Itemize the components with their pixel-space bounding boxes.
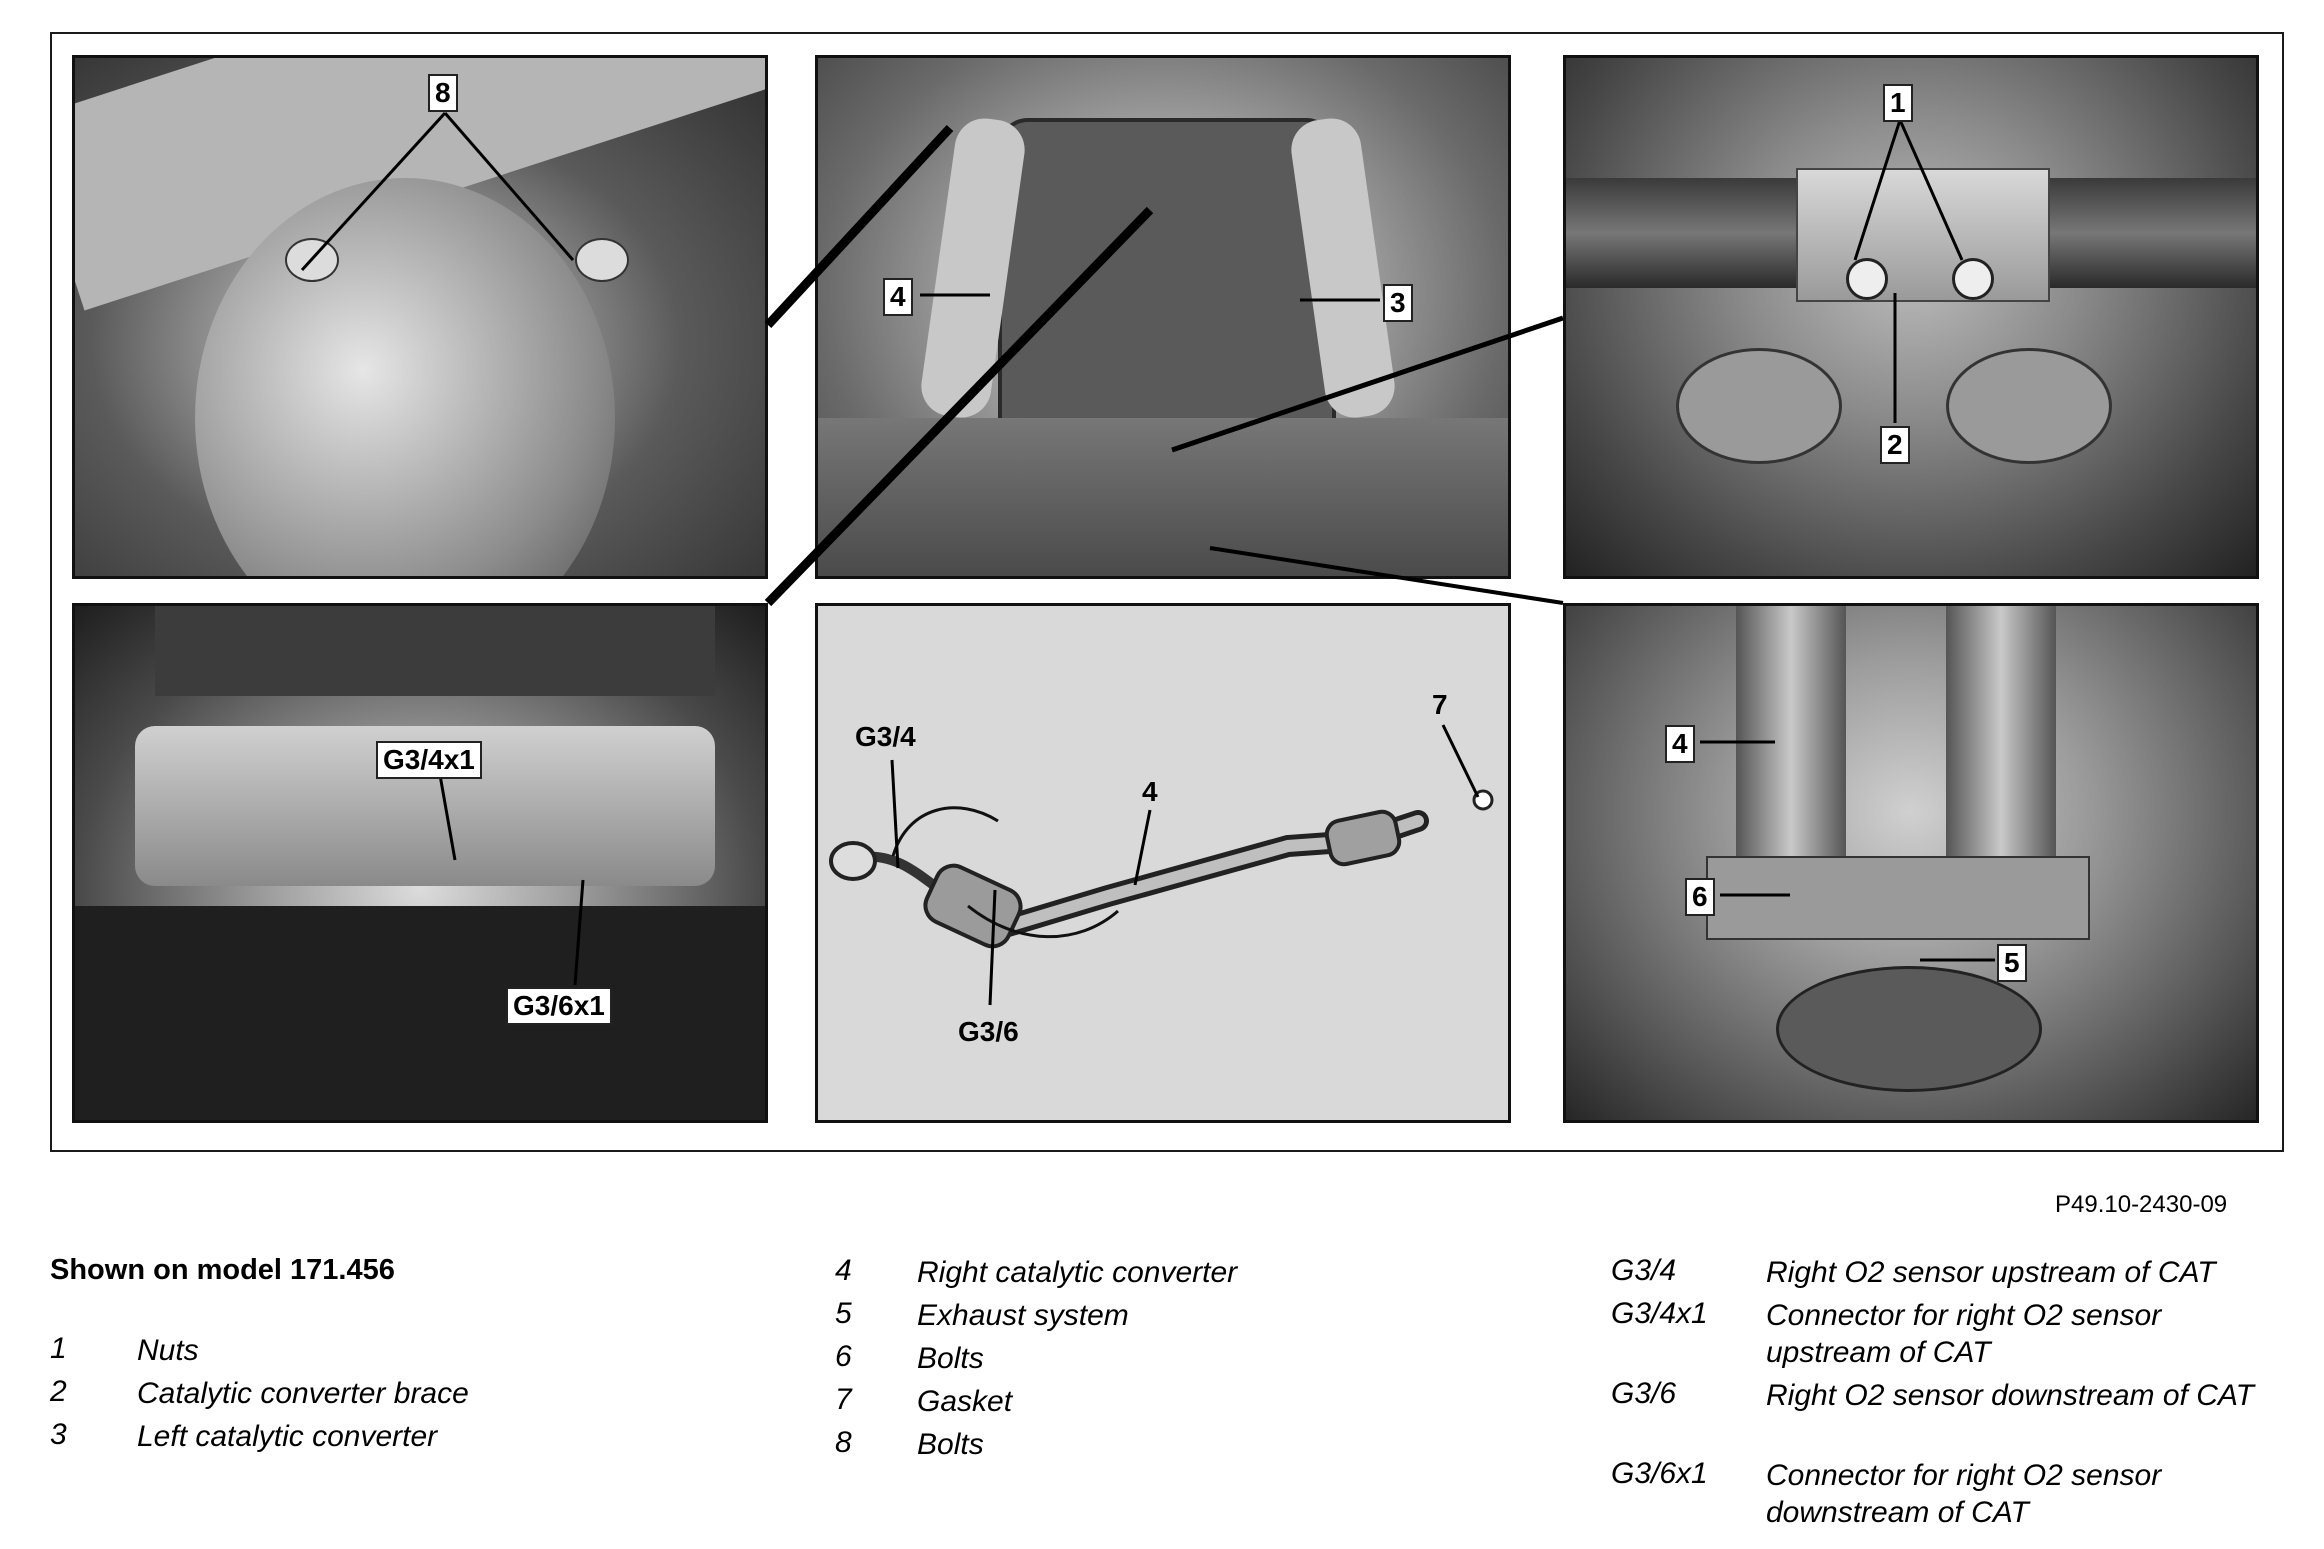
callout-g3-6x1: G3/6x1 bbox=[506, 987, 612, 1025]
callout-2: 2 bbox=[1880, 426, 1910, 464]
photo-o2-sensor-connectors bbox=[72, 603, 768, 1123]
legend-key: 7 bbox=[835, 1383, 852, 1416]
legend-key: 6 bbox=[835, 1340, 852, 1373]
callout-7: 7 bbox=[1432, 689, 1448, 720]
legend-label: Left catalytic converter bbox=[137, 1420, 438, 1453]
callout-g3-4: G3/4 bbox=[855, 721, 916, 752]
exhaust-pipe-diagram bbox=[815, 603, 1511, 1123]
legend-key: G3/4x1 bbox=[1611, 1297, 1708, 1330]
legend-title: Shown on model 171.456 bbox=[50, 1254, 395, 1286]
callout-5: 5 bbox=[1997, 944, 2027, 982]
legend-label: Gasket bbox=[917, 1385, 1013, 1418]
legend-key: 5 bbox=[835, 1297, 852, 1330]
callout-3: 3 bbox=[1383, 284, 1413, 322]
legend-label: Right O2 sensor downstream of CAT bbox=[1766, 1379, 2254, 1412]
legend-label: Right catalytic converter bbox=[917, 1256, 1238, 1289]
callout-1: 1 bbox=[1883, 84, 1913, 122]
legend-label: Connector for right O2 sensor upstream o… bbox=[1766, 1299, 2162, 1369]
callout-g3-6: G3/6 bbox=[958, 1016, 1019, 1047]
photo-exhaust-underbody bbox=[1563, 603, 2259, 1123]
legend-label: Exhaust system bbox=[917, 1299, 1129, 1332]
legend-key: G3/6x1 bbox=[1611, 1457, 1708, 1490]
legend-key: 3 bbox=[50, 1418, 67, 1451]
legend-key: 8 bbox=[835, 1426, 852, 1459]
legend-key: G3/6 bbox=[1611, 1377, 1677, 1410]
callout-4: 4 bbox=[883, 278, 913, 316]
callout-8: 8 bbox=[428, 74, 458, 112]
legend-key: 1 bbox=[50, 1332, 67, 1365]
legend-key: 4 bbox=[835, 1254, 852, 1287]
legend-label: Bolts bbox=[917, 1428, 984, 1461]
legend-label: Right O2 sensor upstream of CAT bbox=[1766, 1256, 2216, 1289]
callout-6: 6 bbox=[1685, 878, 1715, 916]
legend-label: Connector for right O2 sensor downstream… bbox=[1766, 1459, 2162, 1529]
legend-label: Nuts bbox=[137, 1334, 199, 1367]
legend-label: Catalytic converter brace bbox=[137, 1377, 469, 1410]
callout-g3-4x1: G3/4x1 bbox=[376, 741, 482, 779]
photo-exhaust-flange-bolts bbox=[72, 55, 768, 579]
legend-key: G3/4 bbox=[1611, 1254, 1677, 1287]
legend-key: 2 bbox=[50, 1375, 67, 1408]
callout-4-diagram: 4 bbox=[1142, 776, 1158, 807]
callout-4-underbody: 4 bbox=[1665, 725, 1695, 763]
figure-reference-code: P49.10-2430-09 bbox=[2055, 1191, 2228, 1218]
photo-converter-brace bbox=[1563, 55, 2259, 579]
legend-label: Bolts bbox=[917, 1342, 984, 1375]
